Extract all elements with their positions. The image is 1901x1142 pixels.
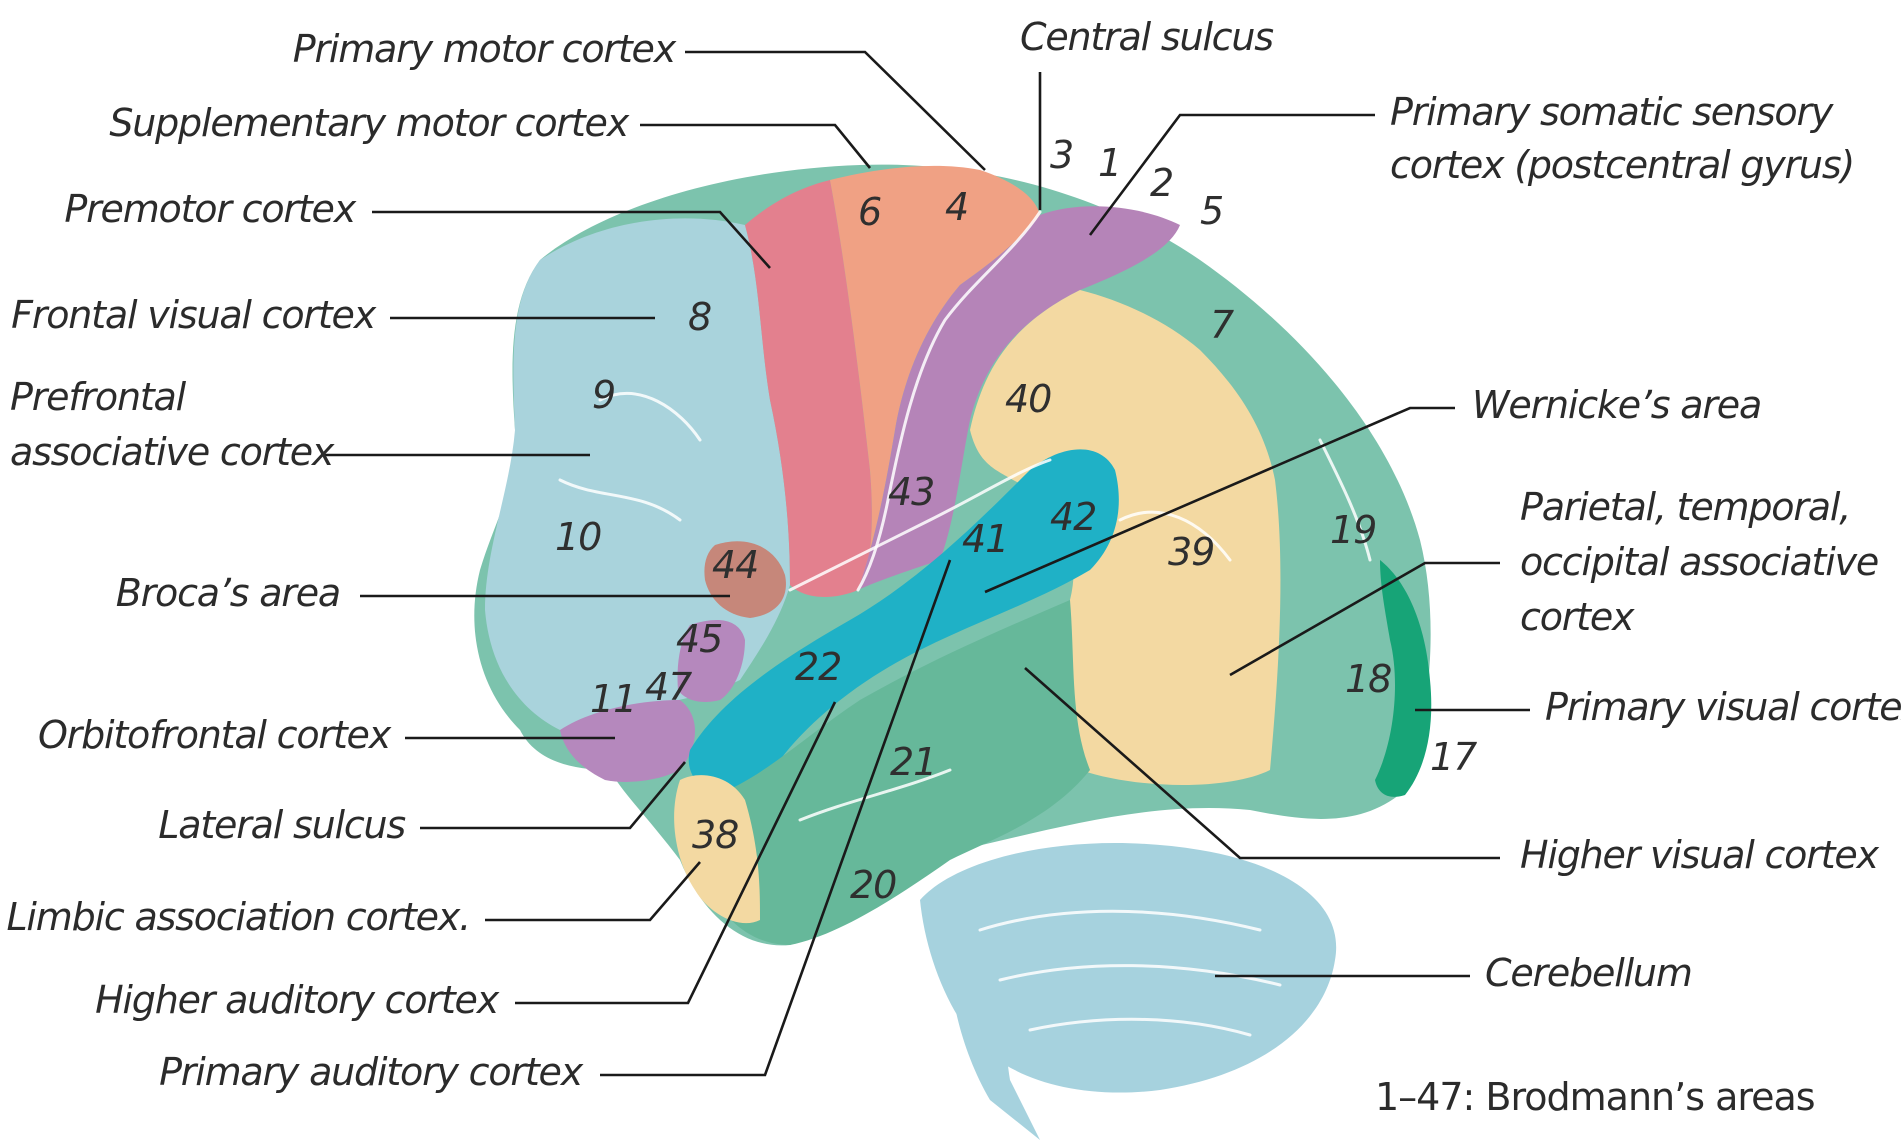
label-limbic: Limbic association cortex.	[6, 895, 470, 939]
label-parietal-1: Parietal, temporal,	[1520, 485, 1850, 529]
line-limbic	[485, 862, 700, 920]
area-19: 19	[1330, 508, 1376, 552]
label-prefrontal-1: Prefrontal	[10, 375, 187, 419]
area-45: 45	[676, 617, 722, 661]
area-4: 4	[945, 185, 968, 229]
label-primary-auditory: Primary auditory cortex	[159, 1050, 584, 1094]
area-22: 22	[795, 645, 841, 689]
line-supplementary-motor	[640, 125, 870, 168]
area-8: 8	[688, 295, 711, 339]
label-orbitofrontal: Orbitofrontal cortex	[38, 713, 392, 757]
label-wernicke: Wernicke’s area	[1472, 383, 1761, 427]
label-parietal-3: cortex	[1520, 595, 1635, 639]
area-42: 42	[1050, 495, 1096, 539]
label-supplementary-motor: Supplementary motor cortex	[109, 101, 629, 145]
area-11: 11	[590, 677, 636, 721]
area-41: 41	[962, 517, 1008, 561]
label-cerebellum: Cerebellum	[1485, 951, 1692, 995]
label-primary-somatic-2: cortex (postcentral gyrus)	[1390, 143, 1854, 187]
line-primary-motor	[685, 52, 985, 170]
area-9: 9	[592, 373, 615, 417]
area-1: 1	[1098, 141, 1121, 185]
area-21: 21	[890, 740, 936, 784]
footnote-brodmann: 1–47: Brodmann’s areas	[1375, 1075, 1815, 1119]
label-prefrontal-2: associative cortex	[10, 430, 335, 474]
area-5: 5	[1200, 189, 1223, 233]
area-18: 18	[1345, 657, 1391, 701]
prefrontal-region	[485, 218, 790, 734]
brain-illustration	[474, 165, 1431, 1140]
label-premotor: Premotor cortex	[64, 187, 356, 231]
area-40: 40	[1005, 377, 1051, 421]
area-10: 10	[555, 515, 601, 559]
area-7: 7	[1210, 303, 1234, 347]
area-20: 20	[850, 863, 896, 907]
label-primary-motor: Primary motor cortex	[293, 27, 677, 71]
label-central-sulcus: Central sulcus	[1020, 15, 1273, 59]
area-17: 17	[1430, 735, 1477, 779]
area-38: 38	[692, 813, 738, 857]
label-broca: Broca’s area	[116, 571, 340, 615]
area-47: 47	[645, 665, 692, 709]
label-higher-visual: Higher visual cortex	[1520, 833, 1880, 877]
label-frontal-visual: Frontal visual cortex	[11, 293, 377, 337]
area-3: 3	[1050, 133, 1073, 177]
label-lateral-sulcus: Lateral sulcus	[158, 803, 405, 847]
label-primary-visual: Primary visual cortex	[1545, 685, 1901, 729]
area-6: 6	[858, 190, 881, 234]
label-higher-auditory: Higher auditory cortex	[95, 978, 500, 1022]
label-primary-somatic-1: Primary somatic sensory	[1390, 90, 1834, 134]
area-44: 44	[712, 543, 758, 587]
area-39: 39	[1168, 530, 1214, 574]
area-43: 43	[888, 470, 934, 514]
label-parietal-2: occipital associative	[1520, 540, 1878, 584]
area-2: 2	[1150, 161, 1173, 205]
